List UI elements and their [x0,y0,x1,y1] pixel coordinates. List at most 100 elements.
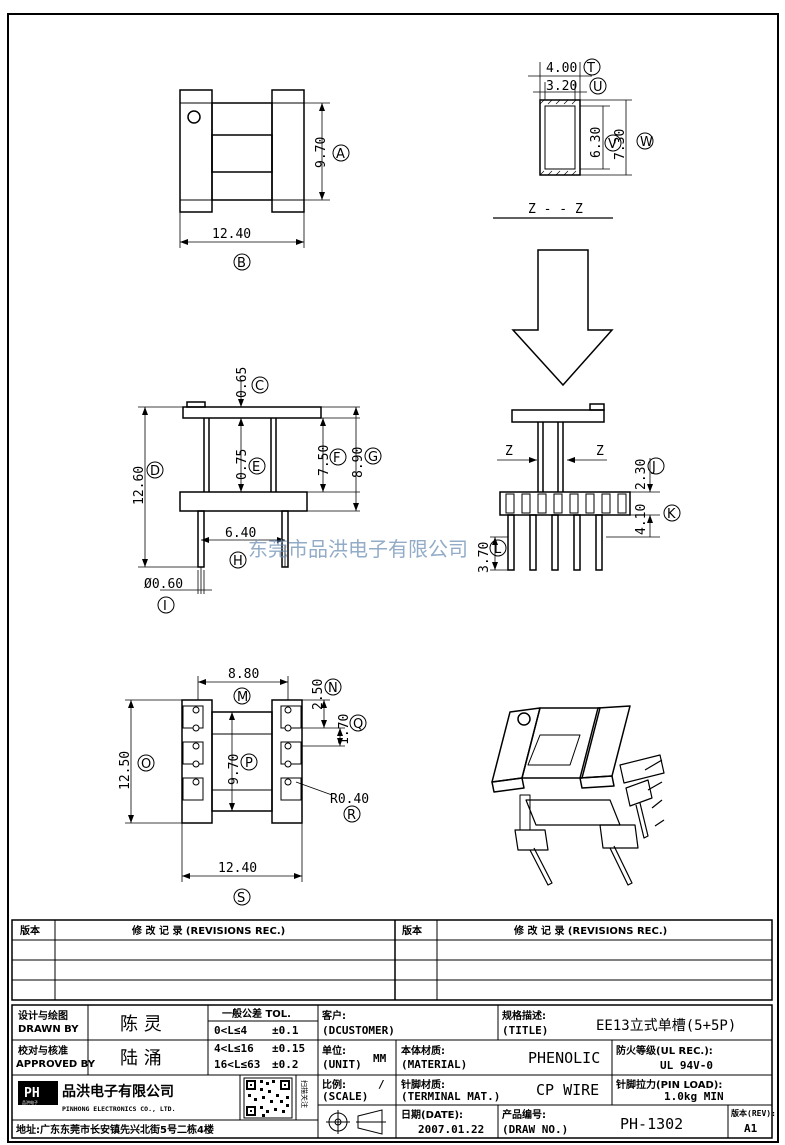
sheet-border [7,13,779,1143]
section-view [493,62,632,219]
watermark: 东莞市品洪电子有限公司 [248,537,468,561]
dim-bottom-width: 8.80 [228,667,259,682]
balloon-U [589,77,607,95]
balloon-T [583,58,601,76]
approved-by-name: 陆 涌 [120,1048,162,1069]
label-O: O [141,757,151,772]
balloon-J [647,457,665,475]
tol-value-1: ±0.1 [272,1024,299,1037]
revision-value: A1 [744,1122,758,1135]
dim-section-outer-h: 7.30 [613,129,628,160]
company-name-en: PINHONG ELECTRONICS CO., LTD. [62,1105,176,1113]
revision-cn: 版本(REV): [730,1108,776,1118]
company-logo-text: PH [24,1086,40,1101]
rev-header-version-right: 版本 [402,924,423,937]
dim-front-body: 8.90 [351,447,366,478]
dim-front-pitch: 6.40 [225,526,256,541]
balloon-F [329,448,347,466]
balloon-H [229,551,247,569]
balloon-N [324,678,342,696]
company-address: 地址:广东东莞市长安镇先兴北街5号二栋4楼 [16,1123,214,1136]
customer-cn: 客户: [321,1009,346,1022]
balloon-L [489,539,507,557]
label-G: G [368,450,378,465]
dim-front-flange: 0.65 [235,367,250,398]
balloon-W [636,132,654,150]
dim-bottom-length: 12.40 [218,861,257,876]
approved-by-cn: 校对与核准 [18,1044,68,1057]
balloon-Q [349,714,367,732]
label-A: A [336,147,345,162]
label-F: F [333,451,340,466]
dim-side-base: 2.30 [634,459,649,490]
unit-en: (UNIT) [322,1058,362,1071]
top-view-arrows [180,103,325,245]
scale-en: (SCALE) [322,1090,368,1103]
pin-load-cn: 针脚拉力(PIN LOAD): [616,1078,722,1091]
balloon-I [157,596,175,614]
draw-no-en: (DRAW NO.) [502,1123,568,1136]
dim-section-inner-h: 6.30 [589,127,604,158]
dim-front-window: 7.50 [317,445,332,476]
dim-front-pin-dia: Ø0.60 [144,577,183,592]
fire-rating-value: UL 94V-0 [660,1059,713,1072]
balloon-K [663,504,681,522]
tol-value-2: ±0.15 [272,1042,305,1055]
approved-by-en: APPROVED BY [16,1059,96,1070]
balloon-M [233,687,251,705]
rev-header-version-left: 版本 [20,924,41,937]
label-C: C [255,379,264,394]
tol-range-3: 16<L≤63 [214,1058,260,1071]
material-en: (MATERIAL) [401,1058,467,1071]
scale-value: / [378,1078,385,1091]
bottom-view [125,676,345,882]
isometric-view [491,705,665,886]
side-view [490,403,660,571]
label-E: E [252,460,260,475]
title-value: EE13立式单槽(5+5P) [596,1018,736,1034]
dim-side-pin-len: 4.10 [634,504,649,535]
unit-value: MM [373,1052,387,1065]
dim-side-pin-out: 3.70 [477,542,492,573]
dim-top-width: 12.40 [212,227,251,242]
dim-bottom-radius: R0.40 [330,792,369,807]
fire-rating-cn: 防火等级(UL REC.): [616,1044,713,1057]
title-block-grid [11,1004,773,1139]
label-V: V [608,137,617,152]
rev-header-rec-right: 修 改 记 录 (REVISIONS REC.) [513,924,667,937]
label-P: P [245,756,253,771]
terminal-en: (TERMINAL MAT.) [401,1090,500,1103]
balloon-A [332,144,350,162]
qr-caption: 扫描关注 [300,1080,309,1108]
draw-no-value: PH-1302 [620,1115,683,1133]
dim-bottom-inner-h: 9.70 [227,754,242,785]
dim-top-height: 9.70 [314,137,329,168]
label-D: D [150,464,160,479]
balloon-C [251,376,269,394]
z-left: Z [505,444,513,459]
balloon-G [364,447,382,465]
balloon-B [233,253,251,271]
balloon-R [343,805,361,823]
label-J: J [651,460,656,475]
label-W: W [640,135,653,150]
rev-header-rec-left: 修 改 记 录 (REVISIONS REC.) [131,924,285,937]
tolerance-title: 一般公差 TOL. [222,1007,291,1020]
balloon-E [248,457,266,475]
label-U: U [593,80,603,95]
front-view [138,380,360,594]
drawn-by-en: DRAWN BY [18,1024,79,1035]
label-N: N [328,681,338,696]
label-K: K [667,507,676,522]
label-B: B [237,256,246,271]
bottom-view-arrows [128,679,343,879]
dim-section-outer-w: 4.00 [546,61,577,76]
front-view-arrows [142,399,359,567]
drawn-by-cn: 设计与绘图 [18,1009,68,1022]
pin-load-value: 1.0kg MIN [664,1090,724,1103]
dim-bottom-pitch: 1.70 [337,714,352,745]
date-value: 2007.01.22 [418,1123,484,1136]
balloon-V [604,134,622,152]
label-M: M [237,690,248,705]
